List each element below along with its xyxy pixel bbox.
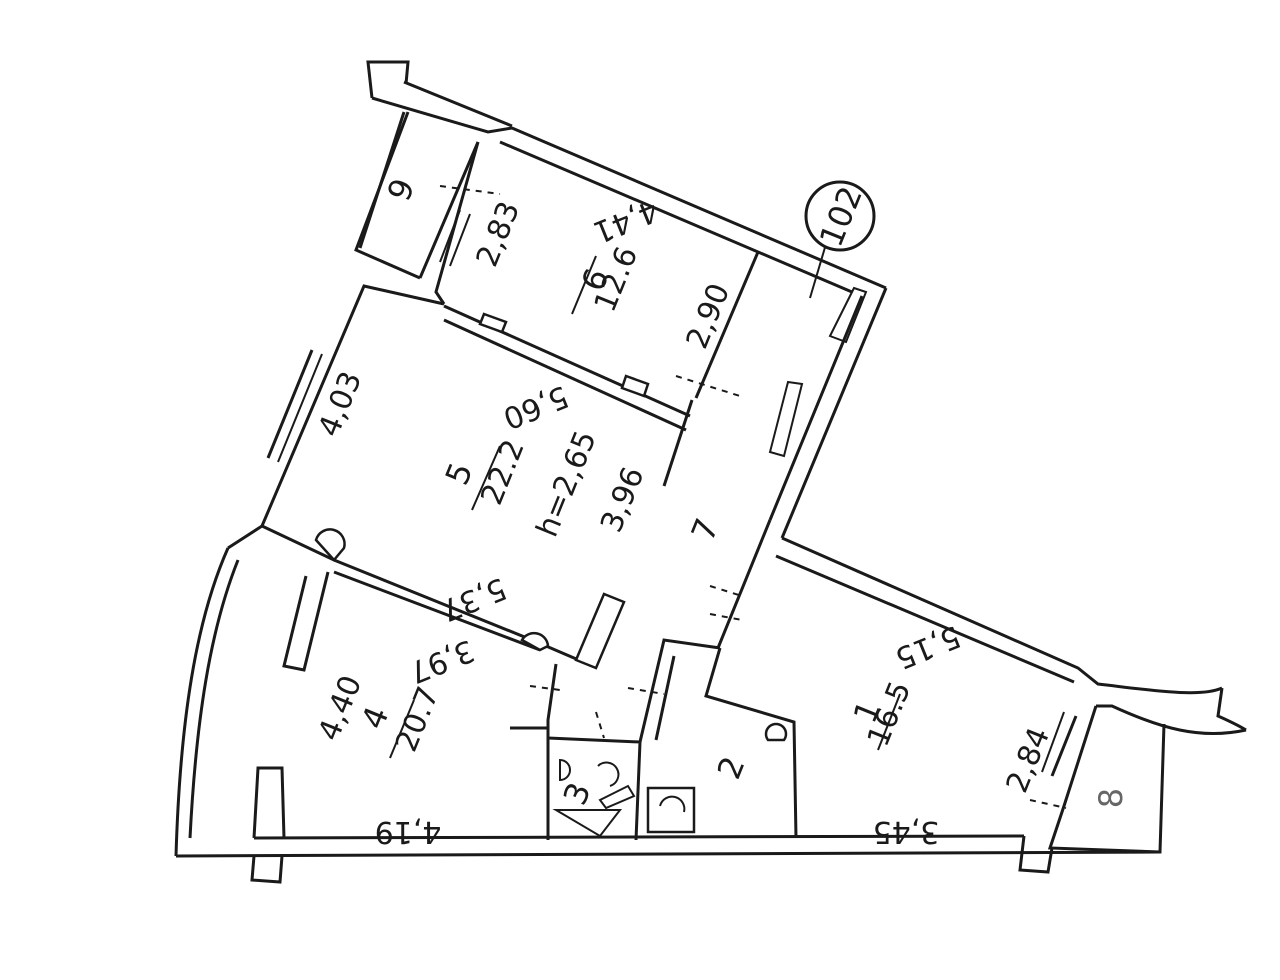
cabinet-room5 bbox=[574, 592, 626, 670]
wall-room4-left-inner bbox=[188, 559, 240, 839]
wall-break-right bbox=[1216, 687, 1247, 732]
wall-corridor-right bbox=[716, 519, 772, 649]
room-3: 3 bbox=[556, 777, 599, 810]
room-area: 20.7 bbox=[389, 682, 446, 757]
apartment-marker: 102 bbox=[804, 180, 876, 252]
room-9: 9 bbox=[380, 173, 423, 206]
door-hinge-a bbox=[314, 528, 346, 562]
bath3-shower bbox=[552, 809, 623, 838]
wall-bath3-left bbox=[546, 663, 558, 840]
room-number: 3 bbox=[556, 777, 599, 810]
wall-room5-bottom bbox=[261, 524, 589, 666]
wall-bottom-inner bbox=[253, 834, 1025, 840]
walls bbox=[174, 60, 1247, 884]
guide-dashes bbox=[529, 375, 1067, 809]
wall-top-inner-a bbox=[403, 80, 513, 128]
room-1: 1 16.5 5,15 2,84 3,45 bbox=[846, 618, 1058, 849]
wall-room4-left-outer bbox=[174, 547, 230, 857]
door-jamb-b bbox=[620, 374, 650, 398]
wardrobe-entrance bbox=[828, 286, 868, 344]
bath3-tank bbox=[598, 784, 636, 810]
room-area: 22.2 bbox=[474, 435, 531, 510]
fraction-bar bbox=[471, 445, 501, 511]
wall-room6-left-inner bbox=[434, 141, 480, 305]
door-jamb-a bbox=[478, 312, 508, 334]
wall-right-upper-inner bbox=[768, 295, 864, 521]
room-number: 7 bbox=[684, 513, 727, 546]
bath3-sink bbox=[559, 758, 571, 782]
dim-right: 2,90 bbox=[680, 279, 737, 354]
balcony-curve bbox=[1096, 704, 1247, 736]
fraction-bar bbox=[571, 255, 597, 315]
dim-top: 3,97 bbox=[404, 632, 479, 689]
room-number: 8 bbox=[1092, 788, 1130, 808]
wall-corridor-left bbox=[662, 399, 694, 487]
wall-room6-left bbox=[418, 141, 480, 279]
bath2-shower-drain bbox=[659, 795, 686, 813]
room-5: 5 22.2 h=2,65 5,60 4,03 5,37 3,96 bbox=[312, 367, 652, 628]
pointer-102 bbox=[809, 243, 827, 299]
window-room1 bbox=[1050, 715, 1078, 777]
wall-room5-left bbox=[227, 284, 445, 550]
dim-bottom: 3,45 bbox=[873, 814, 940, 849]
wardrobe-corridor bbox=[768, 380, 804, 458]
window-room5 bbox=[266, 349, 314, 459]
wall-bath2-top-inner bbox=[654, 655, 676, 741]
room-number: 9 bbox=[380, 173, 423, 206]
room-4: 4 20.7 3,97 4,40 4,19 bbox=[312, 632, 479, 849]
wall-stub-room4 bbox=[282, 571, 330, 672]
dim-top: 4,41 bbox=[588, 192, 663, 249]
wall-top-outer bbox=[371, 96, 887, 290]
dim-right: 2,84 bbox=[1000, 723, 1057, 798]
wall-right-upper bbox=[780, 287, 888, 539]
guide-room9 bbox=[439, 185, 501, 195]
door-hinge-b bbox=[520, 631, 550, 652]
wall-break-top bbox=[366, 60, 410, 99]
wall-top-inner-b bbox=[499, 140, 853, 294]
room-number: 5 bbox=[438, 457, 481, 490]
window-room1-inner bbox=[1041, 711, 1065, 773]
dim-top: 5,15 bbox=[890, 618, 965, 675]
balcony-9-rail bbox=[358, 111, 406, 249]
dim-top: 5,60 bbox=[498, 378, 573, 435]
wall-room1-top bbox=[781, 536, 1223, 695]
pillar-bottom-left bbox=[252, 766, 286, 839]
wall-room6-right bbox=[694, 251, 760, 399]
dim-left: 2,83 bbox=[470, 197, 527, 272]
window-room5-inner bbox=[277, 353, 323, 463]
wall-room6-bottom-inner bbox=[443, 318, 687, 432]
bath2-sink bbox=[764, 722, 788, 742]
wall-room1-top-inner bbox=[775, 554, 1075, 684]
wall-bath2-right bbox=[704, 647, 798, 839]
dimension-guides bbox=[439, 185, 1067, 809]
dim-bottom: 4,19 bbox=[375, 814, 442, 849]
room-7: 7 bbox=[684, 513, 727, 546]
dim-right: 3,96 bbox=[594, 462, 651, 537]
wall-room4-top-inner bbox=[333, 570, 541, 652]
wall-bottom-outer bbox=[175, 850, 1161, 858]
fraction-bar bbox=[877, 693, 901, 751]
dim-bottom: 5,37 bbox=[436, 570, 511, 627]
wall-break-bottom-right bbox=[1018, 835, 1054, 874]
balcony-8-outline bbox=[1047, 705, 1166, 854]
room-height: h=2,65 bbox=[530, 426, 604, 542]
apartment-number-circle bbox=[804, 180, 876, 252]
room-8: 8 bbox=[1092, 788, 1130, 808]
bath3-toilet bbox=[597, 761, 620, 787]
wall-bath2-top bbox=[638, 638, 721, 743]
room-6: 6 12.6 4,41 2,83 2,90 bbox=[470, 192, 737, 354]
room-number: 2 bbox=[710, 751, 753, 784]
dim-left: 4,03 bbox=[312, 367, 369, 442]
room-2: 2 bbox=[710, 751, 753, 784]
wall-break-bottom-left bbox=[250, 855, 284, 884]
fraction-bar bbox=[389, 699, 415, 759]
bath2-shower-tray bbox=[646, 786, 696, 834]
